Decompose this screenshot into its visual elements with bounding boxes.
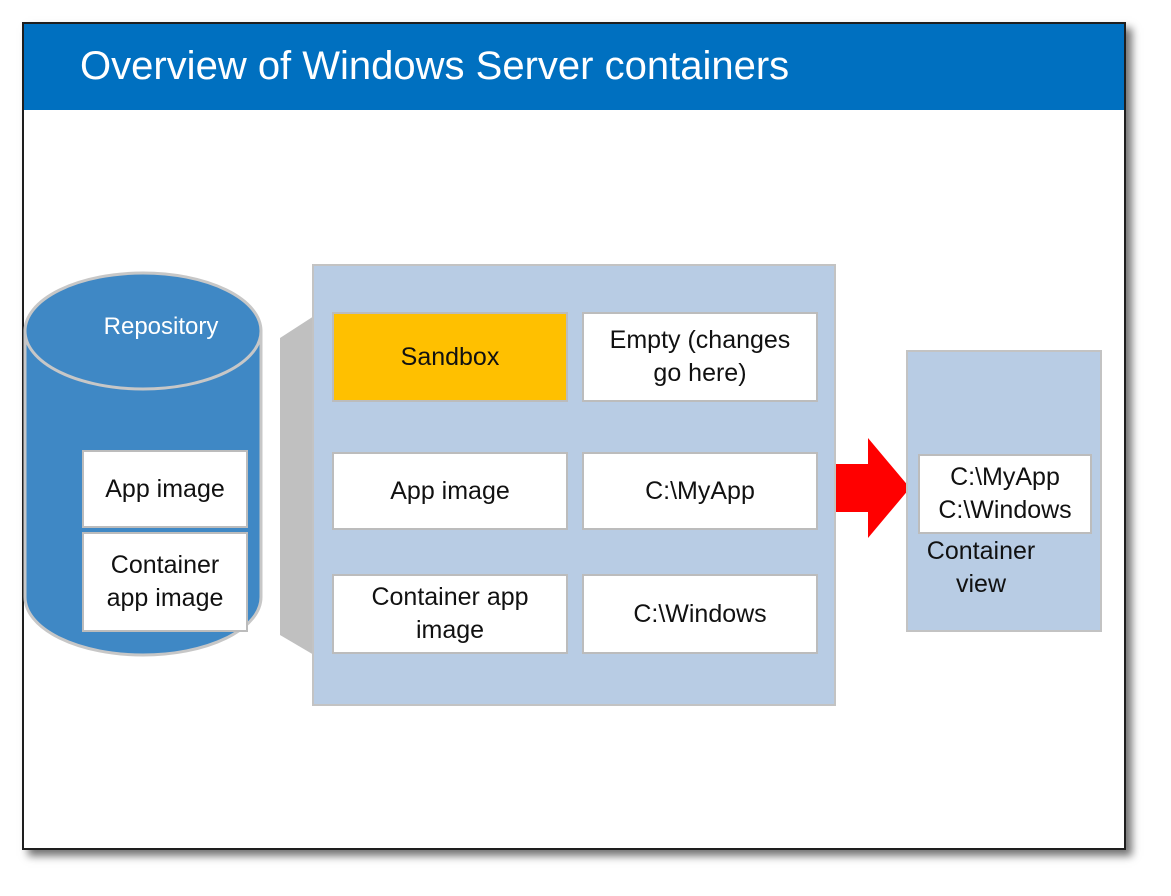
repository-label: Repository [103,313,219,340]
container-view-contents-label: C:\MyApp C:\Windows [938,463,1072,524]
repo-container-app-image-label: Container app image [106,551,224,612]
app-image-layer-label: App image [390,476,510,505]
app-image-contents-label: C:\MyApp [645,476,755,505]
repo-container-app-image: Container app image [82,532,248,632]
repo-app-image: App image [82,450,248,528]
container-view-label: Container view [926,537,1036,598]
app-image-contents: C:\MyApp [582,452,818,530]
sandbox-layer: Sandbox [332,312,568,402]
container-app-image-contents: C:\Windows [582,574,818,654]
container-app-image-layer-label: Container app image [371,583,529,644]
app-image-layer: App image [332,452,568,530]
title-bar: Overview of Windows Server containers [24,24,1124,110]
cylinder-top [23,271,263,391]
sandbox-label: Sandbox [400,342,500,371]
merge-arrow [836,438,910,538]
container-app-image-layer: Container app image [332,574,568,654]
repo-app-image-label: App image [105,474,225,503]
sandbox-contents-label: Empty (changes go here) [609,326,791,387]
container-app-image-contents-label: C:\Windows [633,599,767,628]
sandbox-contents: Empty (changes go here) [582,312,818,402]
container-view-contents: C:\MyApp C:\Windows [918,454,1092,534]
repository-connector [280,316,314,655]
page-title: Overview of Windows Server containers [80,44,790,88]
